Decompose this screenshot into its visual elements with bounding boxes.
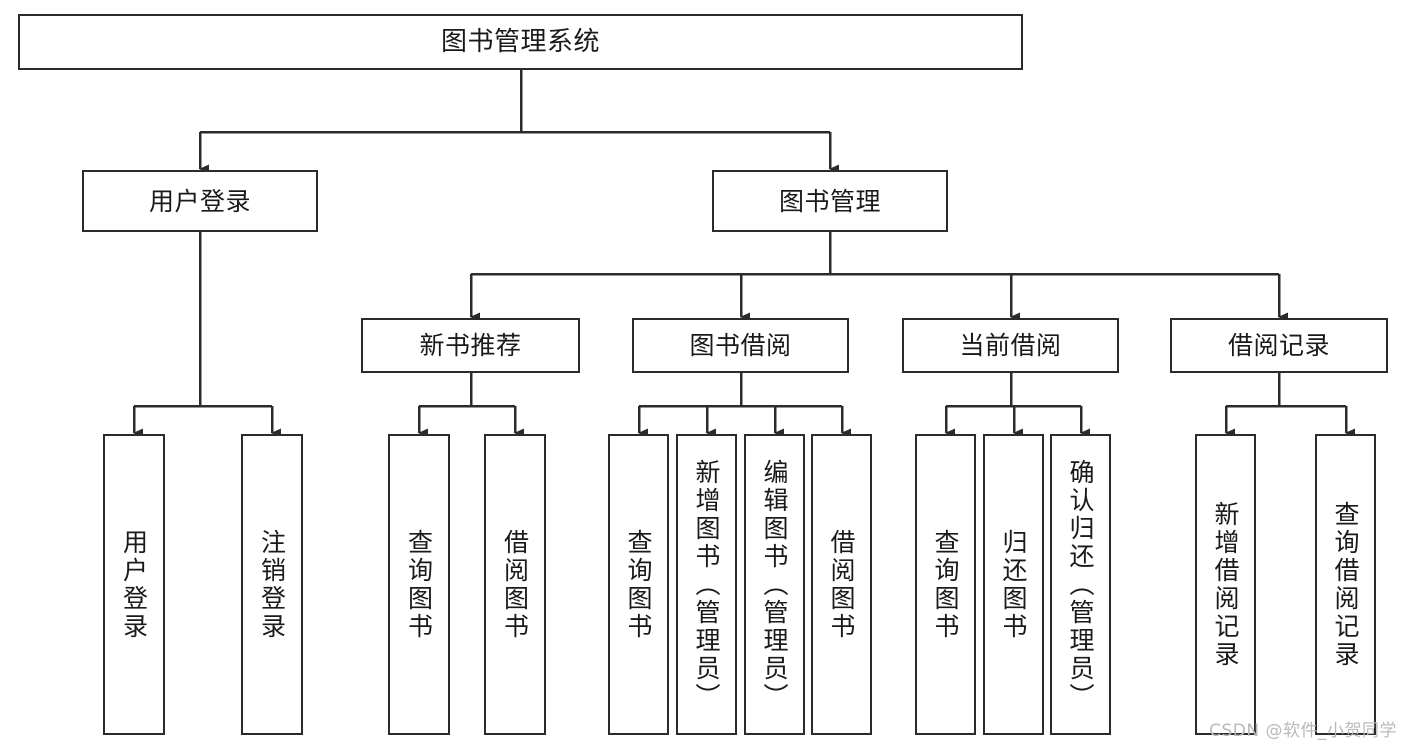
node-label: 编辑图书（管理员） [760, 458, 789, 711]
node-leaf-query-book-3[interactable]: 查询图书 [915, 434, 976, 735]
node-leaf-query-book-2[interactable]: 查询图书 [608, 434, 669, 735]
node-label: 查询借阅记录 [1331, 500, 1360, 669]
node-label: 注销登录 [257, 528, 287, 641]
node-label: 借阅图书 [500, 528, 530, 641]
node-new-book-rec[interactable]: 新书推荐 [361, 318, 580, 373]
node-label: 借阅记录 [1227, 331, 1330, 360]
node-label: 借阅图书 [827, 528, 856, 641]
node-label: 归还图书 [999, 528, 1028, 641]
node-leaf-logout-login[interactable]: 注销登录 [241, 434, 303, 735]
node-leaf-user-login[interactable]: 用户登录 [103, 434, 165, 735]
node-label: 图书管理 [778, 186, 881, 216]
node-label: 用户登录 [148, 186, 251, 216]
node-label: 新增图书（管理员） [692, 458, 721, 711]
node-label: 当前借阅 [959, 331, 1062, 360]
node-book-borrow[interactable]: 图书借阅 [632, 318, 849, 373]
node-label: 查询图书 [931, 528, 960, 641]
node-label: 图书管理系统 [440, 26, 600, 57]
node-leaf-confirm-ret[interactable]: 确认归还（管理员） [1050, 434, 1111, 735]
node-label: 新增借阅记录 [1211, 500, 1240, 669]
node-book-manage[interactable]: 图书管理 [712, 170, 948, 232]
node-label: 查询图书 [404, 528, 434, 641]
node-leaf-query-book-1[interactable]: 查询图书 [388, 434, 450, 735]
node-label: 新书推荐 [419, 331, 522, 360]
node-label: 确认归还（管理员） [1066, 458, 1095, 711]
node-label: 图书借阅 [689, 331, 792, 360]
node-leaf-add-record[interactable]: 新增借阅记录 [1195, 434, 1256, 735]
node-leaf-add-book[interactable]: 新增图书（管理员） [676, 434, 737, 735]
node-borrow-record[interactable]: 借阅记录 [1170, 318, 1388, 373]
node-root[interactable]: 图书管理系统 [18, 14, 1023, 70]
connector-lines [132, 70, 1355, 438]
node-leaf-query-record[interactable]: 查询借阅记录 [1315, 434, 1376, 735]
node-user-login[interactable]: 用户登录 [82, 170, 318, 232]
node-label: 查询图书 [624, 528, 653, 641]
node-leaf-return-book[interactable]: 归还图书 [983, 434, 1044, 735]
node-label: 用户登录 [119, 528, 149, 641]
node-current-borrow[interactable]: 当前借阅 [902, 318, 1119, 373]
node-leaf-borrow-book-2[interactable]: 借阅图书 [811, 434, 872, 735]
node-leaf-borrow-book-1[interactable]: 借阅图书 [484, 434, 546, 735]
node-leaf-edit-book[interactable]: 编辑图书（管理员） [744, 434, 805, 735]
